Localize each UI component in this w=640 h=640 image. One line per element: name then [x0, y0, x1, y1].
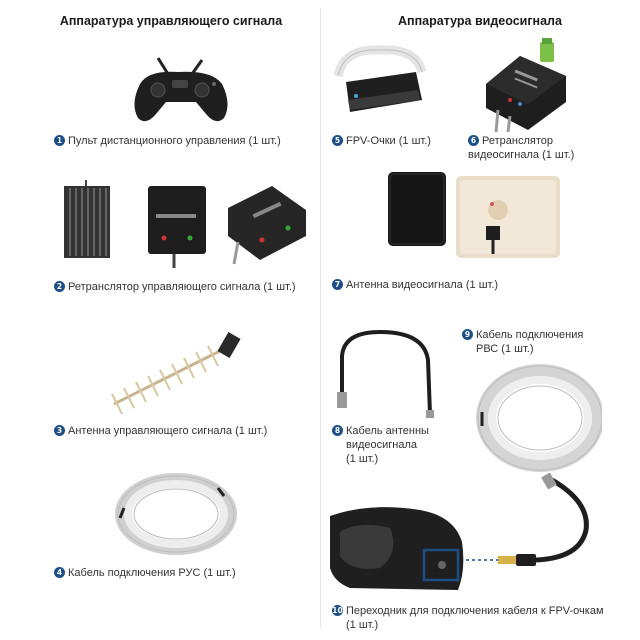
column-divider	[320, 8, 321, 628]
item-6-label-line2: видеосигнала (1 шт.)	[468, 149, 575, 161]
item-8-label-line3: (1 шт.)	[346, 453, 379, 465]
control-relay-image	[62, 180, 312, 272]
item-number-badge: 5	[332, 135, 343, 146]
item-3-label: Антенна управляющего сигнала (1 шт.)	[68, 425, 268, 437]
remote-controller-image	[128, 54, 234, 126]
item-4-label: Кабель подключения РУС (1 шт.)	[68, 567, 236, 579]
item-number-badge: 8	[332, 425, 343, 436]
item-number-badge: 9	[462, 329, 473, 340]
item-8-label-line1: Кабель антенны	[346, 425, 429, 437]
item-9-label-line2: РВС (1 шт.)	[476, 343, 534, 355]
item-number-badge: 4	[54, 567, 65, 578]
video-relay-image	[480, 38, 570, 134]
item-9-label-line1: Кабель подключения	[476, 329, 584, 341]
item-number-badge: 10	[332, 605, 343, 616]
item-number-badge: 1	[54, 135, 65, 146]
fpv-goggles-image	[330, 42, 432, 122]
item-1-label: Пульт дистанционного управления (1 шт.)	[68, 135, 281, 147]
item-10-label-line2: (1 шт.)	[346, 619, 379, 631]
right-column-title: Аппаратура видеосигнала	[398, 14, 562, 28]
adapter-cable-image	[330, 472, 594, 596]
item-number-badge: 2	[54, 281, 65, 292]
item-number-badge: 7	[332, 279, 343, 290]
white-cable-coil-image	[114, 470, 240, 556]
item-number-badge: 3	[54, 425, 65, 436]
item-5-label: FPV-Очки (1 шт.)	[346, 135, 431, 147]
item-7-label: Антенна видеосигнала (1 шт.)	[346, 279, 499, 291]
item-8-label-line2: видеосигнала	[346, 439, 418, 451]
item-2-label: Ретранслятор управляющего сигнала (1 шт.…	[68, 281, 296, 293]
video-cable-coil-image	[474, 360, 602, 472]
item-number-badge: 6	[468, 135, 479, 146]
patch-antennas-image	[386, 170, 564, 260]
item-10-label-line1: Переходник для подключения кабеля к FPV-…	[346, 605, 604, 617]
item-6-label-line1: Ретранслятор	[482, 135, 553, 147]
left-column-title: Аппаратура управляющего сигнала	[59, 14, 283, 28]
yagi-antenna-image	[104, 330, 244, 416]
antenna-cable-image	[330, 326, 438, 418]
